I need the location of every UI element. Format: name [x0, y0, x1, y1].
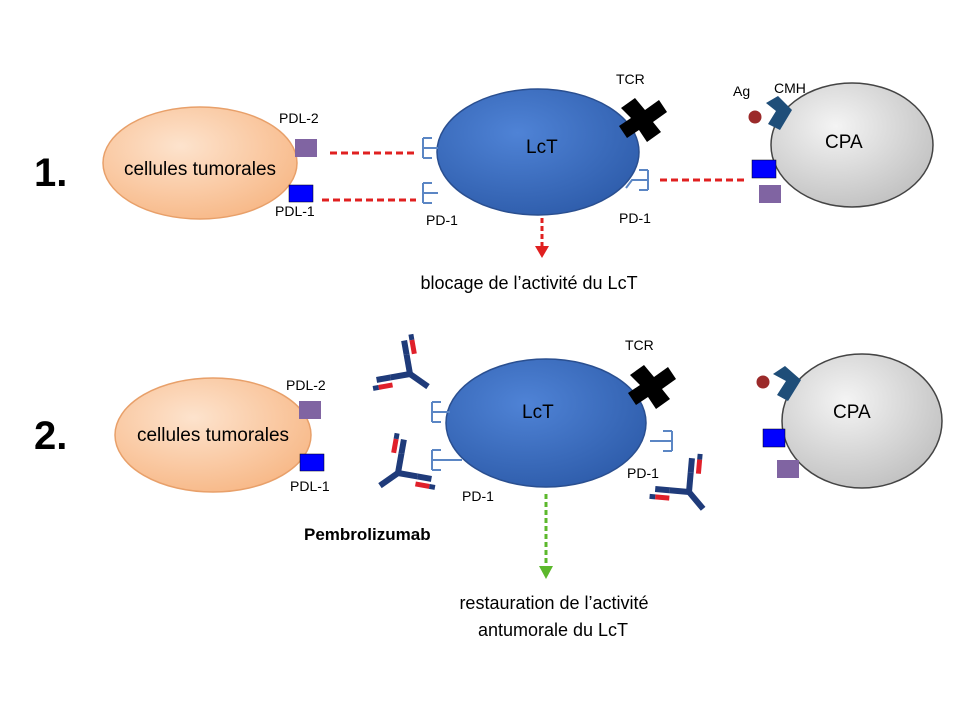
pdl2-ligand [299, 401, 321, 419]
pd1-receptor-icon [650, 430, 673, 452]
panel-2: 2. cellules tumorales PDL-2 PDL-1 LcT PD… [34, 333, 943, 640]
pdl2-label: PDL-2 [286, 377, 326, 393]
cmh-label: CMH [774, 80, 806, 96]
pd1-receptor-icon [431, 401, 450, 423]
tumor-cell [114, 377, 312, 493]
t-cell-label: LcT [522, 402, 554, 423]
cmh-icon [766, 96, 792, 130]
pd1-receptor-icon [431, 449, 462, 471]
pd1-left-label: PD-1 [426, 212, 458, 228]
antibody-icon [648, 452, 728, 530]
tcr-label: TCR [625, 337, 654, 353]
pdl2-label: PDL-2 [279, 110, 319, 126]
blocking-caption: blocage de l’activité du LcT [420, 273, 637, 293]
tumor-cell-label: cellules tumorales [137, 425, 289, 446]
pdl1-ligand [288, 184, 314, 203]
pdl1-on-apc [751, 159, 777, 179]
t-cell [436, 88, 640, 216]
apc-label: CPA [825, 132, 863, 153]
cmh-icon [773, 366, 801, 401]
pdl2-ligand [295, 139, 317, 157]
t-cell-label: LcT [526, 137, 558, 158]
tcr-icon [619, 98, 667, 142]
antigen-icon [747, 109, 763, 125]
pd1-right-label: PD-1 [627, 465, 659, 481]
pdl2-on-apc [759, 185, 781, 203]
antibody-icon [361, 432, 437, 512]
tcr-label: TCR [616, 71, 645, 87]
pdl1-label: PDL-1 [290, 478, 330, 494]
pd1-right-label: PD-1 [619, 210, 651, 226]
pd1-receptor-icon [422, 182, 438, 204]
panel-1: 1. cellules tumorales PDL-2 PDL-1 LcT PD… [34, 71, 934, 293]
pdl2-on-apc [777, 460, 799, 478]
t-cell [445, 358, 647, 488]
pdl1-on-apc [762, 428, 786, 448]
blocking-arrow-head [535, 246, 549, 258]
restore-caption-line1: restauration de l’activité [459, 593, 648, 613]
tumor-cell-label: cellules tumorales [124, 159, 276, 180]
apc-cell [770, 82, 934, 208]
antigen-icon [755, 374, 771, 390]
antigen-label: Ag [733, 83, 750, 99]
apc-label: CPA [833, 402, 871, 423]
pd1-left-label: PD-1 [462, 488, 494, 504]
panel-1-number: 1. [34, 151, 67, 195]
tumor-cell [102, 106, 298, 220]
restore-arrow-head [539, 566, 553, 579]
apc-cell [781, 353, 943, 489]
pd1-receptor-icon [422, 137, 438, 159]
pdl1-ligand [299, 453, 325, 472]
panel-2-number: 2. [34, 414, 67, 458]
pdl1-label: PDL-1 [275, 203, 315, 219]
tcr-icon [628, 365, 676, 409]
pd1-receptor-icon [625, 169, 649, 191]
drug-label: Pembrolizumab [304, 525, 431, 544]
restore-caption-line2: antumorale du LcT [478, 620, 628, 640]
